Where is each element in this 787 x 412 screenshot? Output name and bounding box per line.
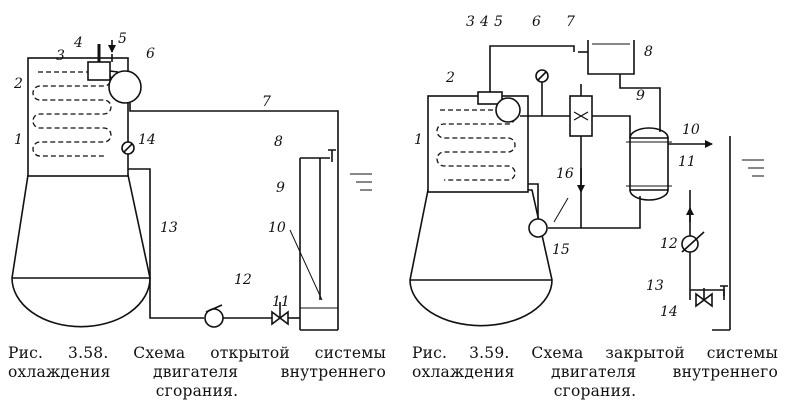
water-jacket-2 — [436, 109, 516, 181]
label-2: 2 — [13, 76, 23, 92]
labels-right: 1 2 3 4 5 6 7 8 9 10 11 12 13 14 15 16 — [414, 14, 700, 320]
valve-14-2 — [695, 292, 713, 308]
label-14: 14 — [138, 132, 156, 148]
pump-6 — [108, 70, 142, 104]
label-5: 5 — [118, 31, 127, 47]
label-12: 12 — [234, 272, 252, 288]
labels-left: 1 2 3 4 5 6 7 8 9 10 11 12 13 14 — [13, 31, 290, 310]
discharge-pipe-7 — [129, 103, 339, 330]
label-10: 10 — [268, 220, 286, 236]
label-r4: 4 — [479, 14, 489, 30]
water-jacket — [32, 71, 112, 157]
heat-exchanger-11 — [629, 137, 669, 191]
label-r8: 8 — [644, 44, 653, 60]
label-r6: 6 — [532, 14, 541, 30]
label-r5: 5 — [494, 14, 503, 30]
label-7: 7 — [262, 94, 271, 110]
label-r3: 3 — [466, 14, 475, 30]
figure-open-system — [11, 40, 372, 331]
caption-line: Рис. 3.59. Схема закрытой системы — [412, 344, 778, 362]
label-r11: 11 — [678, 154, 696, 170]
caption-line: сгорания. — [553, 382, 637, 400]
label-13: 13 — [160, 220, 178, 236]
caption-fig-3-58: Рис. 3.58. Схема открытой системы охлажд… — [8, 344, 386, 401]
label-6: 6 — [146, 46, 155, 62]
engine-crankcase-2 — [409, 189, 553, 327]
caption-line: сгорания. — [155, 382, 239, 400]
label-r2: 2 — [445, 70, 455, 86]
caption-fig-3-59: Рис. 3.59. Схема закрытой системы охлажд… — [412, 344, 778, 401]
label-3: 3 — [56, 48, 65, 64]
pump-5 — [495, 97, 521, 123]
label-r16: 16 — [556, 166, 574, 182]
label-8: 8 — [274, 134, 283, 150]
label-4: 4 — [73, 35, 83, 51]
engine-cylinder-block-2 — [427, 95, 529, 193]
pump-15 — [528, 218, 548, 238]
label-r15: 15 — [552, 242, 570, 258]
label-r1: 1 — [414, 132, 423, 148]
label-r9: 9 — [636, 88, 645, 104]
label-r13: 13 — [646, 278, 664, 294]
thermostat-housing — [87, 61, 111, 81]
label-r14: 14 — [660, 304, 678, 320]
label-r7: 7 — [566, 14, 575, 30]
engine-crankcase — [11, 174, 151, 328]
label-r12: 12 — [660, 236, 678, 252]
caption-line: Рис. 3.58. Схема открытой системы — [8, 344, 386, 362]
caption-line: охлаждения двигателя внутреннего — [412, 363, 778, 381]
label-1: 1 — [14, 132, 23, 148]
label-9: 9 — [276, 180, 285, 196]
expansion-tank-8 — [587, 40, 635, 75]
valve-11 — [271, 310, 289, 326]
figure-closed-system — [409, 40, 764, 331]
label-11: 11 — [272, 294, 290, 310]
label-r10: 10 — [682, 122, 700, 138]
intake-pipe-13 — [128, 168, 204, 319]
caption-line: охлаждения двигателя внутреннего — [8, 363, 386, 381]
